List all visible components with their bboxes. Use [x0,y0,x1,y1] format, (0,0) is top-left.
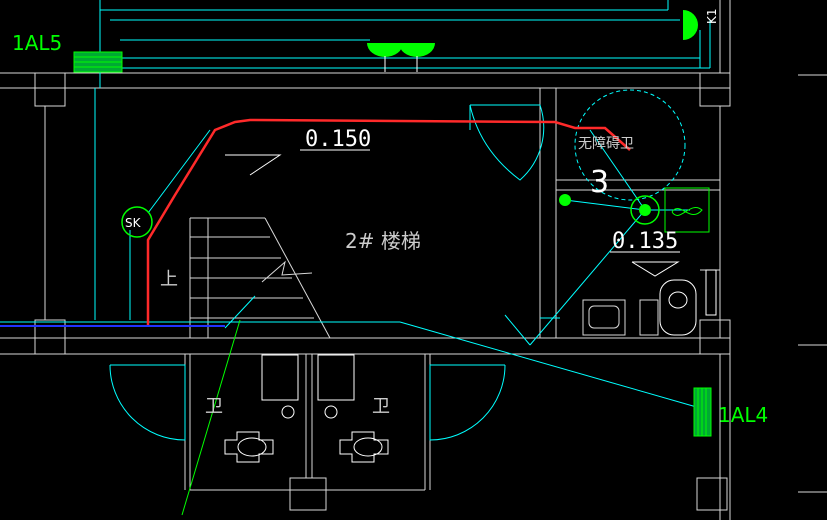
fixture-light-icon [630,195,660,225]
switch-k1-icon [683,10,698,40]
elevation-marker-right [610,251,680,277]
junction-dot-icon [559,194,571,206]
panel-box-1al4 [693,387,712,437]
switch-tag-label: K1 [705,8,719,24]
elevation-label-right: 0.135 [612,229,678,254]
panel-label-top-left: 1AL5 [12,31,62,55]
accessible-wc-label: 无障碍卫 [578,136,634,152]
elevation-label-main: 0.150 [305,127,371,152]
panel-box-1al5 [73,51,123,73]
wiring [0,0,711,409]
toilet-left-label: 卫 [205,396,223,417]
sk-box-icon [121,206,153,238]
sk-tag-label: SK [125,216,142,230]
urinal-icon [659,269,717,336]
panel-label-right: 1AL4 [718,403,768,427]
elevation-marker-main [225,149,370,176]
green-leader-line [181,319,241,516]
stair-up-label: 上 [160,269,178,290]
squat-toilet-icon [224,354,389,463]
floor-drain-icon [281,405,338,419]
ceiling-lamp-icon [367,43,435,72]
exhaust-fan-icon [664,187,710,233]
room-number-label: 3 [590,165,609,200]
red-wire-route [146,118,631,325]
room-name-label: 2# 楼梯 [345,229,421,253]
toilet-right-label: 卫 [372,396,390,417]
